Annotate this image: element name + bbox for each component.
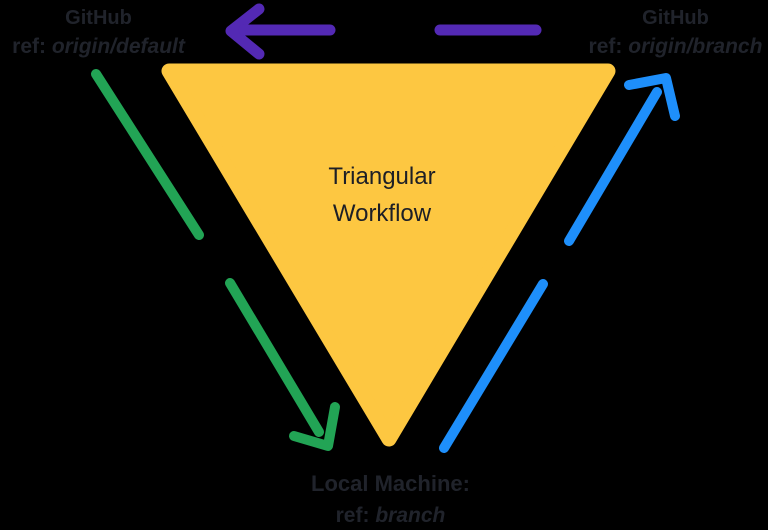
node-ref: ref:origin/branch <box>573 33 768 61</box>
workflow-triangle <box>161 63 616 447</box>
ref-value: origin/default <box>51 35 185 58</box>
ref-value: origin/branch <box>628 35 763 58</box>
ref-prefix: ref: <box>588 35 623 58</box>
node-ref: ref:branch <box>283 499 498 530</box>
node-github-branch: GitHub ref:origin/branch <box>573 4 768 61</box>
node-ref: ref:origin/default <box>0 33 201 61</box>
arrowhead-up-right-icon <box>624 73 680 121</box>
node-title: Local Machine: <box>311 471 470 496</box>
triangle-caption-line1: Triangular <box>328 163 436 190</box>
ref-prefix: ref: <box>335 504 370 527</box>
node-local-machine: Local Machine: ref:branch <box>283 468 498 530</box>
arrow-green-dash-2 <box>225 278 324 437</box>
ref-value: branch <box>375 504 446 527</box>
node-title: GitHub <box>65 7 132 29</box>
ref-prefix: ref: <box>12 35 46 58</box>
arrowhead-down-right-icon <box>289 402 340 451</box>
arrow-green-dash-1 <box>91 69 204 240</box>
arrow-right-blue <box>439 73 680 453</box>
triangle-caption: Triangular Workflow <box>262 158 502 232</box>
node-github-default: GitHub ref:origin/default <box>0 4 201 61</box>
arrow-left-green <box>91 69 340 451</box>
arrow-blue-dash-2 <box>564 87 662 246</box>
node-title: GitHub <box>642 7 709 29</box>
arrow-blue-dash-1 <box>439 279 548 453</box>
triangle-caption-line2: Workflow <box>332 200 432 227</box>
arrow-top-purple <box>225 3 542 60</box>
arrowhead-left-icon <box>225 3 265 60</box>
